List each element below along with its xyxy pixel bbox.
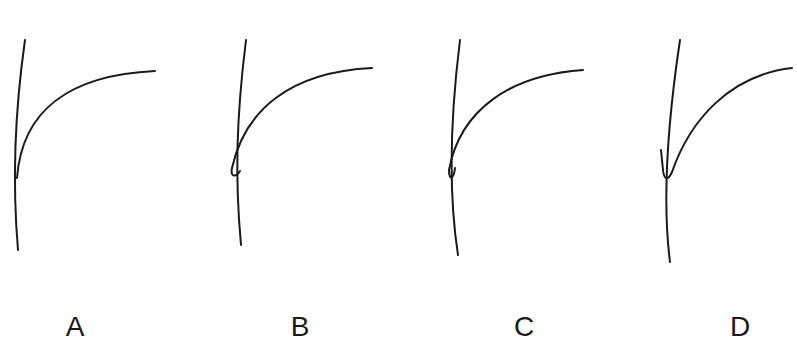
- figure-label: B: [291, 313, 310, 341]
- figure-label: A: [66, 313, 85, 341]
- curve: [449, 70, 583, 177]
- curve: [17, 71, 155, 178]
- curve: [661, 68, 792, 178]
- vertical-line: [666, 40, 680, 262]
- curve: [232, 68, 372, 176]
- figure-label: D: [730, 313, 750, 341]
- vertical-line: [237, 40, 246, 245]
- figure-label: C: [514, 313, 534, 341]
